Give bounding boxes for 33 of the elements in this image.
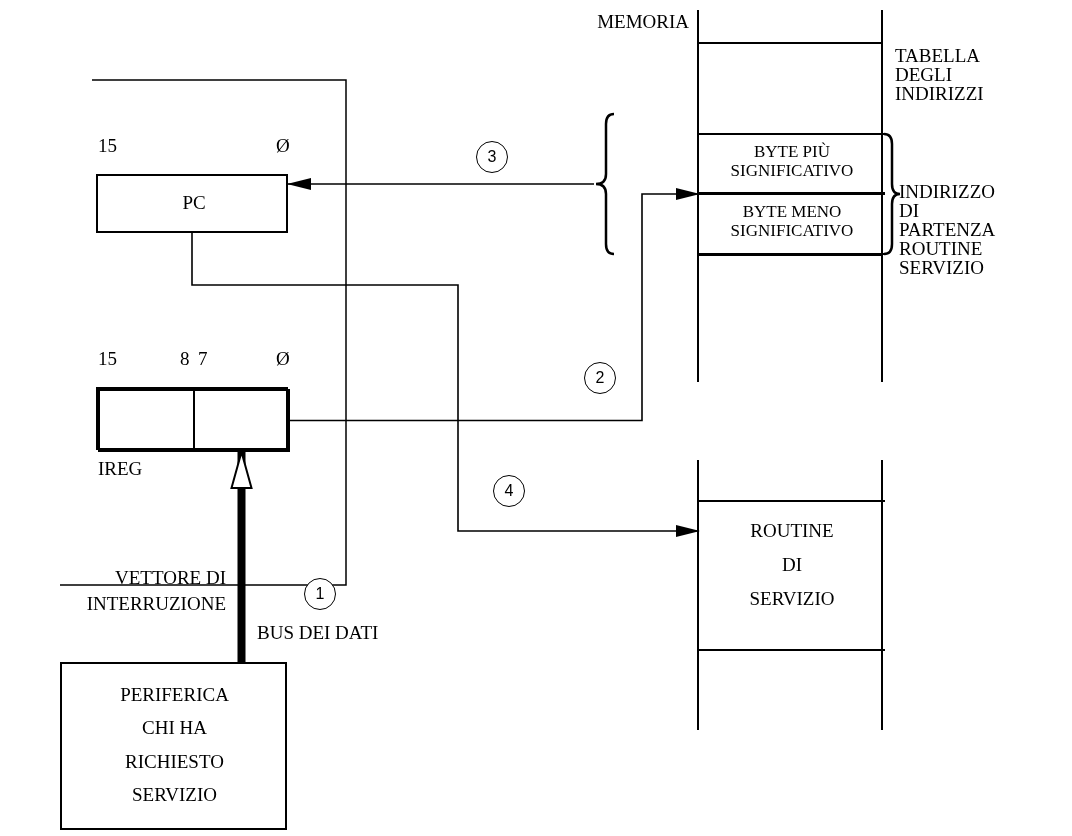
memory-column [697,460,883,730]
step-number: 1 [304,578,336,610]
memory-cell [699,133,885,194]
bus-arrow [230,451,253,662]
bit-number: Ø [276,349,290,370]
device-box [60,662,287,830]
annotation-text: INDIRIZZO DI PARTENZA ROUTINE SERVIZIO [899,182,997,277]
memory-cell [699,500,885,651]
box-label: ROUTINE DI SERVIZIO [748,519,836,612]
memory-cell [699,193,885,255]
box-label: PERIFERICA CHI HA RICHIESTO SERVIZIO [119,683,230,807]
box-label: BYTE MENO SIGNIFICATIVO [729,203,855,241]
arrow [289,188,700,422]
arrow [191,232,700,537]
arrow [287,178,595,190]
step-number: 2 [584,362,616,394]
register-cell [193,389,290,452]
step-number: 4 [493,475,525,507]
bit-number: 15 [98,136,117,157]
box-label: BYTE PIÙ SIGNIFICATIVO [729,143,855,181]
bit-number: Ø [276,136,290,157]
curly-brace [594,112,616,256]
step-number: 3 [476,141,508,173]
bit-number: 8 [180,349,190,370]
signal-label: BUS DEI DATI [257,621,380,645]
heading-label: MEMORIA [596,12,689,33]
bit-number: 7 [198,349,208,370]
annotation-text: TABELLA DEGLI INDIRIZZI [895,46,985,103]
bit-number: 15 [98,349,117,370]
heading-label: IREG [98,459,144,480]
signal-label: VETTORE DI INTERRUZIONE [85,566,226,616]
register-cell [98,389,195,452]
box-label: PC [181,193,207,214]
